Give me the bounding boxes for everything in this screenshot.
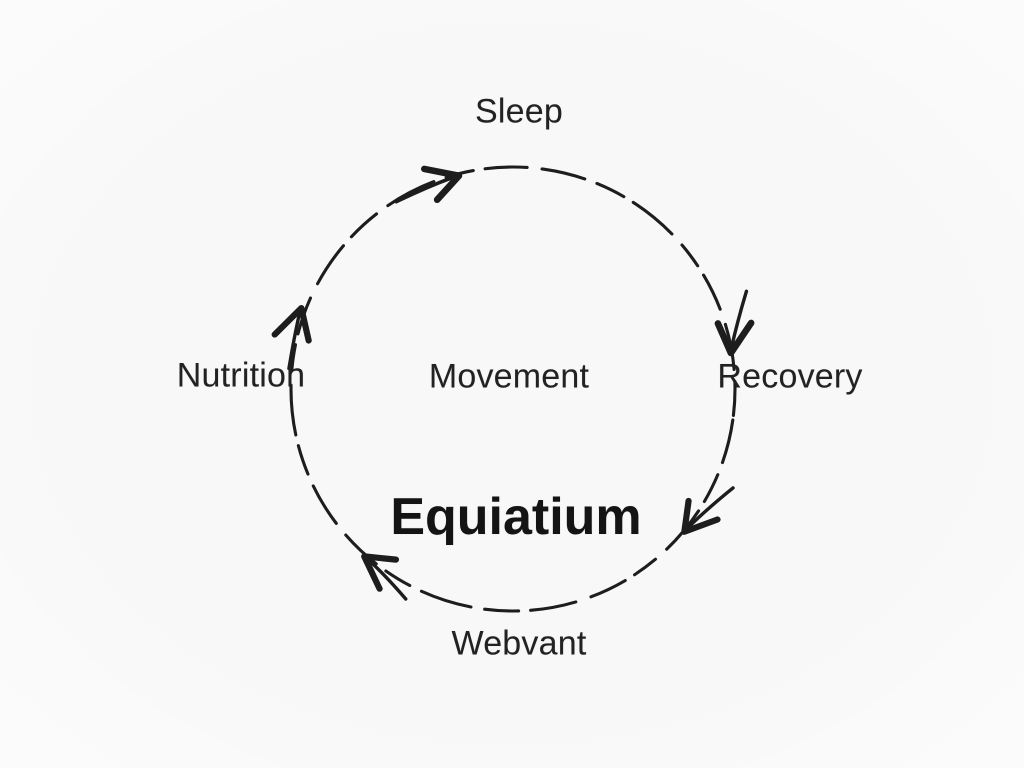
node-label-webvant: Webvant [451,624,587,663]
arrow-lower-left [361,553,408,601]
arrow-top [394,165,463,204]
arrow-upper-left [271,304,312,371]
node-label-nutrition: Nutrition [176,356,306,395]
node-label-movement: Movement [428,357,590,396]
node-label-recovery: Recovery [717,357,863,396]
node-label-sleep: Sleep [475,92,563,131]
dashed-circle [289,165,737,613]
arrow-right [714,289,755,357]
arrow-lower-right [681,486,735,535]
diagram-title: Equiatium [390,488,642,546]
